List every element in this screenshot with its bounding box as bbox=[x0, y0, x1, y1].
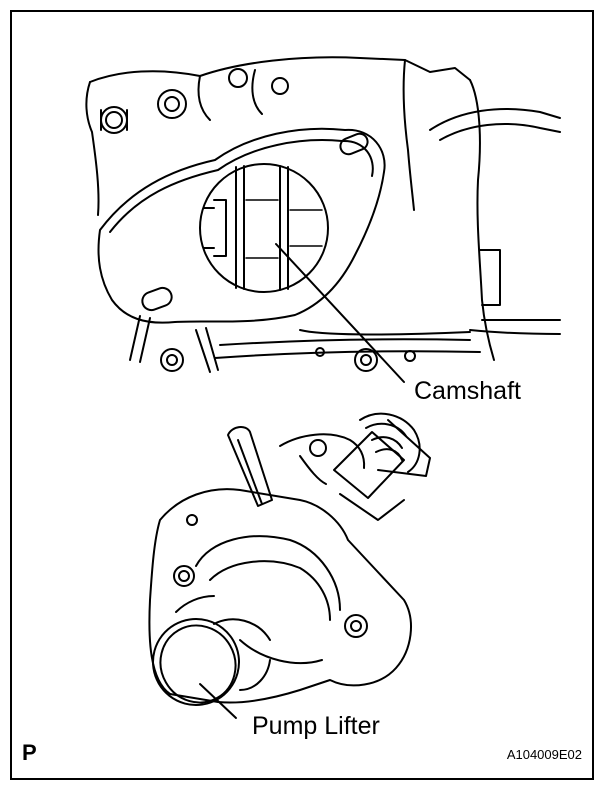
cylinder-head-drawing bbox=[85, 56, 561, 373]
supply-pump-drawing bbox=[148, 412, 431, 706]
camshaft-leader-line bbox=[275, 243, 405, 383]
section-letter: P bbox=[22, 740, 37, 765]
pump-lifter-leader-line bbox=[199, 683, 237, 719]
figure-id: A104009E02 bbox=[506, 747, 582, 762]
camshaft-label: Camshaft bbox=[414, 377, 521, 405]
figure-frame bbox=[10, 10, 594, 780]
pump-lifter-label: Pump Lifter bbox=[252, 712, 380, 740]
